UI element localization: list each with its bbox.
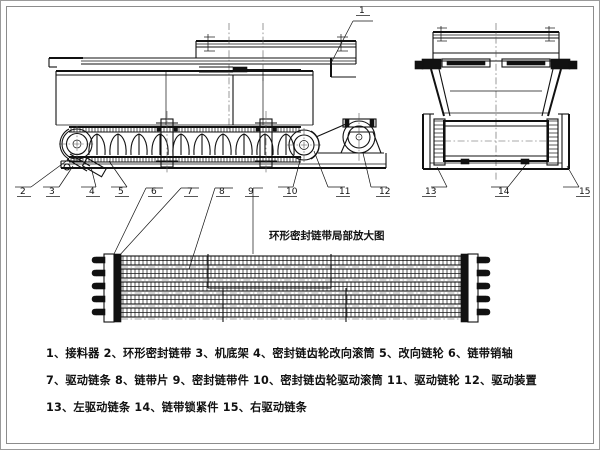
callout-leaders	[15, 150, 580, 270]
drawing-border	[6, 6, 594, 444]
callout-10: 10	[286, 187, 298, 197]
receiving-hopper-rails	[81, 23, 357, 131]
legend-line-3: 13、左驱动链条 14、链带锁紧件 15、右驱动链条	[46, 400, 308, 414]
chain-belt-slat-supports	[70, 127, 300, 162]
callout-leader-1	[330, 20, 373, 64]
end-view	[414, 23, 578, 181]
conveyor-frame-body	[48, 57, 314, 126]
callout-12: 12	[379, 187, 390, 197]
callout-3: 3	[49, 187, 55, 197]
callout-11: 11	[339, 187, 350, 197]
side-view	[48, 20, 387, 178]
detail-view-chain-belt	[91, 253, 491, 323]
legend-line-1: 1、接料器 2、环形密封链带 3、机底架 4、密封链齿轮改向滚筒 5、改向链轮 …	[46, 346, 513, 360]
sealed-chain-belt-lower-strand	[69, 156, 301, 163]
callout-5: 5	[118, 187, 124, 197]
machine-base-frame	[60, 153, 387, 169]
tail-sprocket-drum	[59, 126, 107, 178]
tension-shaft	[199, 66, 301, 73]
callout-6: 6	[151, 187, 157, 197]
callout-8: 8	[219, 187, 225, 197]
callout-13: 13	[425, 187, 436, 197]
callout-4: 4	[89, 187, 95, 197]
drive-sprocket-drum	[287, 128, 321, 162]
callout-15: 15	[579, 187, 590, 197]
detail-view-title: 环形密封链带局部放大图	[269, 229, 385, 242]
callout-14: 14	[498, 187, 510, 197]
callout-2: 2	[20, 187, 26, 197]
callout-7: 7	[187, 187, 193, 197]
callout-1: 1	[359, 6, 365, 16]
drive-unit-motor	[315, 113, 384, 161]
legend-line-2: 7、驱动链条 8、链带片 9、密封链带件 10、密封链齿轮驱动滚筒 11、驱动链…	[46, 373, 537, 387]
support-posts	[156, 75, 277, 173]
callout-9: 9	[248, 187, 254, 197]
